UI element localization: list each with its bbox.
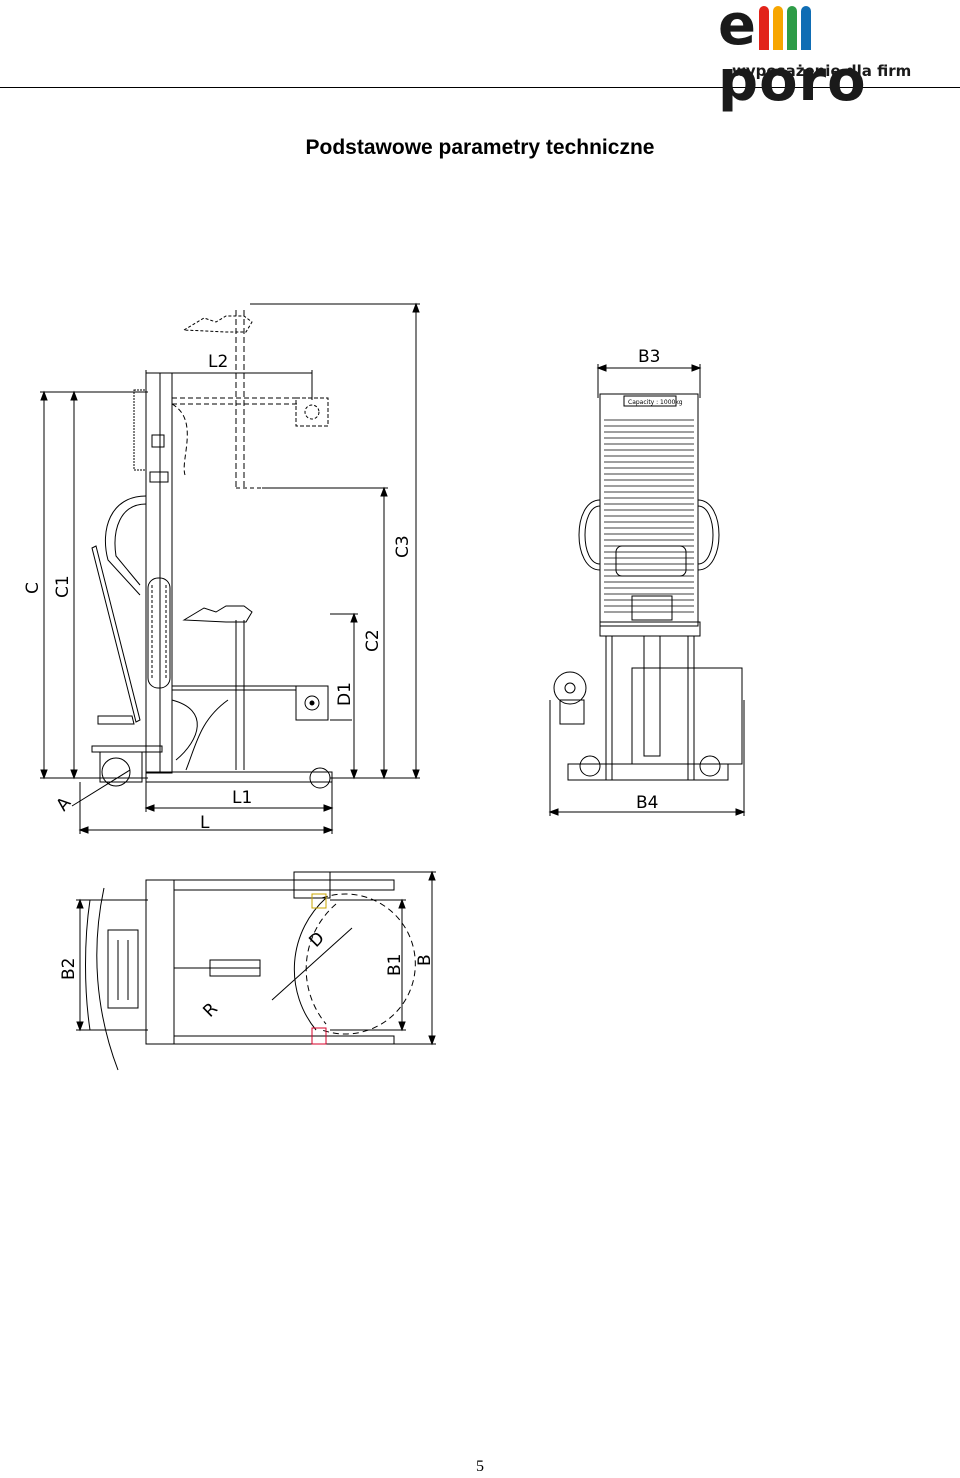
logo-letters-poro: poro bbox=[718, 49, 867, 114]
technical-drawing: C C1 L2 bbox=[23, 302, 746, 1071]
label-B: B bbox=[415, 954, 435, 966]
label-D1: D1 bbox=[335, 682, 355, 706]
label-B2: B2 bbox=[59, 958, 79, 980]
label-B4: B4 bbox=[636, 793, 658, 813]
label-B3: B3 bbox=[638, 347, 660, 367]
label-L: L bbox=[200, 813, 210, 833]
label-L1: L1 bbox=[232, 788, 252, 808]
label-B1: B1 bbox=[385, 954, 405, 976]
label-C: C bbox=[23, 582, 43, 594]
label-C2: C2 bbox=[363, 629, 383, 652]
page-title: Podstawowe parametry techniczne bbox=[305, 136, 655, 159]
logo-tagline: wyposażenie dla firm bbox=[732, 62, 912, 80]
front-view: B3 Capacity : 1000kg B4 bbox=[548, 347, 746, 816]
logo-colored-m-icon bbox=[757, 6, 815, 50]
page-number: 5 bbox=[476, 1458, 484, 1475]
label-R: R bbox=[199, 999, 222, 1022]
label-L2: L2 bbox=[208, 352, 228, 372]
label-A: A bbox=[53, 793, 76, 815]
capacity-plate-text: Capacity : 1000kg bbox=[628, 399, 683, 406]
top-view: B2 D R B1 B bbox=[59, 870, 436, 1071]
header-rule bbox=[0, 87, 960, 88]
side-view: C C1 L2 bbox=[23, 302, 420, 834]
label-C3: C3 bbox=[393, 535, 413, 558]
label-C1: C1 bbox=[53, 575, 73, 598]
logo-letter-e: e bbox=[718, 0, 757, 58]
